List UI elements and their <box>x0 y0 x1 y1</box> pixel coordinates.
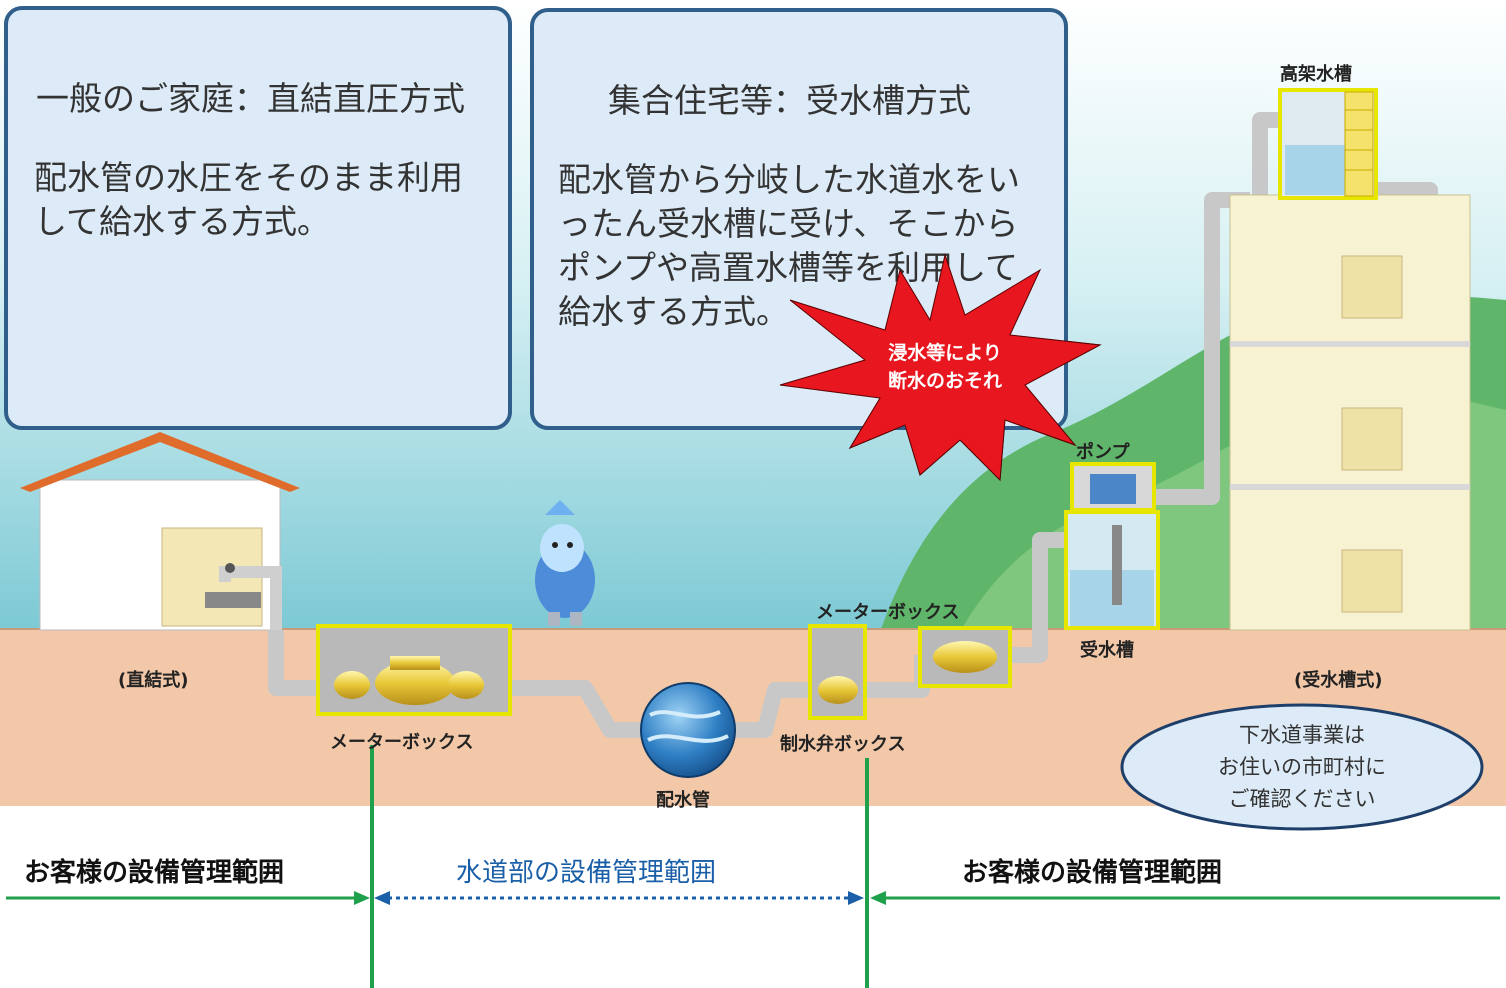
range-customer-right: お客様の設備管理範囲 <box>962 858 1223 888</box>
label-control-valve-box: 制水弁ボックス <box>780 734 906 755</box>
label-pump: ポンプ <box>1076 442 1130 463</box>
sewer-note-oval <box>1120 703 1484 831</box>
tank-supply-line-3: ポンプや高置水槽等を利用して <box>558 248 1019 287</box>
tank-supply-line-2: ったん受水槽に受け、そこから <box>558 204 1019 243</box>
distribution-pipe-icon <box>640 682 736 778</box>
meter-box-left <box>316 624 512 716</box>
label-receiving-tank: 受水槽 <box>1080 640 1134 661</box>
label-tank-type: (受水槽式) <box>1294 670 1383 691</box>
pump <box>1070 462 1156 512</box>
apartment-building <box>1229 194 1471 631</box>
elevated-tank <box>1278 88 1378 200</box>
label-meter-box-left: メーターボックス <box>330 732 474 753</box>
range-lines <box>6 745 1500 988</box>
label-meter-box-right: メーターボックス <box>816 602 960 623</box>
tank-supply-line-1: 配水管から分岐した水道水をい <box>558 160 1020 199</box>
warning-text-line-2: 断水のおそれ <box>887 370 1002 392</box>
sewer-note-line-2: お住いの市町村に <box>1218 755 1386 779</box>
mascot <box>535 500 595 626</box>
range-waterworks: 水道部の設備管理範囲 <box>456 858 717 888</box>
label-distribution-pipe: 配水管 <box>656 790 710 811</box>
tank-supply-line-4: 給水する方式。 <box>558 292 789 331</box>
house <box>20 432 300 631</box>
direct-supply-line-1: 配水管の水圧をそのまま利用 <box>34 158 463 197</box>
label-direct-type: (直結式) <box>118 670 189 691</box>
sewer-note-line-1: 下水道事業は <box>1239 723 1365 747</box>
direct-supply-box: 一般のご家庭：直結直圧方式 配水管の水圧をそのまま利用 して給水する方式。 <box>4 6 512 430</box>
tank-supply-title: 集合住宅等：受水槽方式 <box>608 81 971 120</box>
range-customer-left: お客様の設備管理範囲 <box>24 858 285 888</box>
receiving-tank <box>1064 510 1160 630</box>
sewer-note-line-3: ご確認ください <box>1228 787 1376 811</box>
warning-text-line-1: 浸水等により <box>888 342 1002 364</box>
control-valve-box <box>808 624 867 720</box>
meter-box-right <box>918 626 1012 688</box>
direct-supply-title: 一般のご家庭：直結直圧方式 <box>36 79 465 118</box>
direct-supply-line-2: して給水する方式。 <box>34 202 331 241</box>
label-elevated-tank: 高架水槽 <box>1280 64 1352 85</box>
